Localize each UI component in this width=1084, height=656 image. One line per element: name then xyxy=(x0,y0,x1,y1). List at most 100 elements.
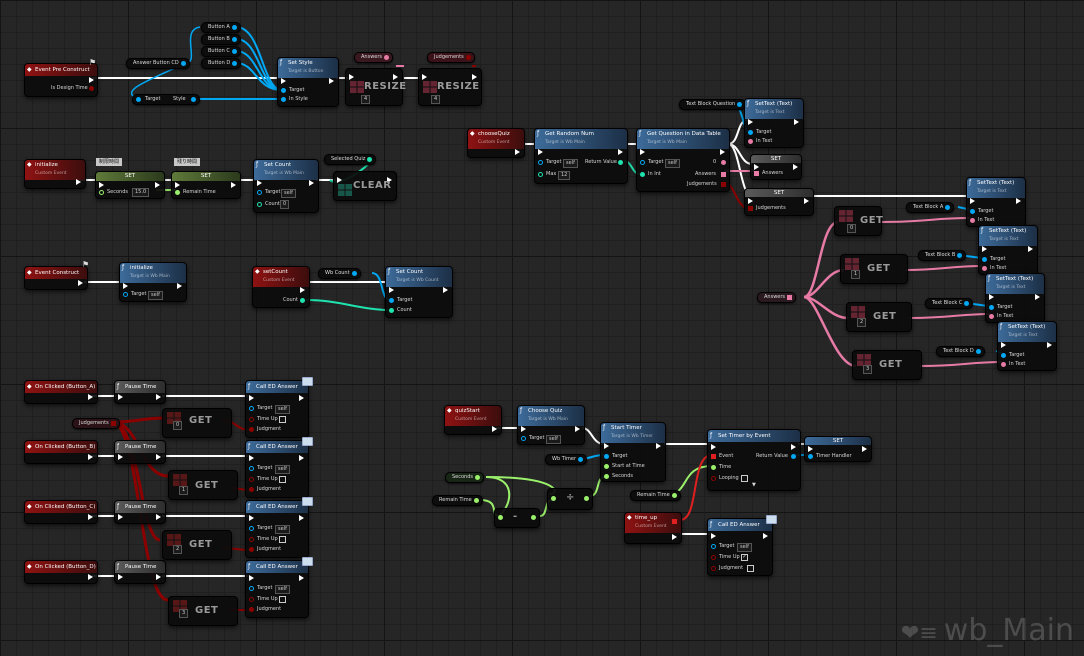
time-up-pin[interactable] xyxy=(249,417,254,422)
event-pre-construct-node[interactable]: ◆Event Pre Construct Is Design Time xyxy=(24,63,98,97)
exec-out-pin[interactable] xyxy=(656,443,661,449)
seconds-value-field[interactable]: 15.0 xyxy=(132,188,150,197)
event-pin[interactable] xyxy=(711,454,716,459)
selected-quiz-var[interactable]: Selected Quiz xyxy=(324,154,377,165)
target-pin[interactable] xyxy=(281,88,286,93)
in-text-pin[interactable] xyxy=(989,314,994,319)
target-pin[interactable] xyxy=(982,257,987,262)
divide-node[interactable]: ÷ xyxy=(547,488,593,510)
exec-in-pin[interactable] xyxy=(118,574,123,580)
target-pin[interactable] xyxy=(748,130,753,135)
exec-out-pin[interactable] xyxy=(156,394,161,400)
text-block-b-var[interactable]: Text Block B xyxy=(918,250,967,261)
exec-in-pin[interactable] xyxy=(175,182,180,188)
start-at-time-pin[interactable] xyxy=(604,464,609,469)
judgements-pin[interactable] xyxy=(721,182,726,187)
clear-node[interactable]: CLEAR xyxy=(333,171,397,201)
index-field[interactable]: 3 xyxy=(179,609,189,618)
wb-timer-var[interactable]: Wb Timer xyxy=(545,454,587,465)
exec-out-pin[interactable] xyxy=(177,283,182,289)
exec-out-pin[interactable] xyxy=(88,514,93,520)
in-text-pin[interactable] xyxy=(970,218,975,223)
exec-out-pin[interactable] xyxy=(299,455,304,461)
set-answers-node[interactable]: SET Answers xyxy=(750,154,802,180)
count-pin[interactable] xyxy=(257,202,262,207)
judgements-array-var[interactable]: Judgements xyxy=(72,418,120,429)
exec-out-pin[interactable] xyxy=(156,514,161,520)
exec-out-pin[interactable] xyxy=(720,149,725,155)
exec-out-pin[interactable] xyxy=(618,149,623,155)
get-answer-d-node[interactable]: GET 3 xyxy=(852,350,922,380)
button-a-var[interactable]: Button A xyxy=(201,22,241,33)
answers-var[interactable]: Answers xyxy=(354,52,394,63)
exec-out-pin[interactable] xyxy=(794,119,799,125)
exec-out-pin[interactable] xyxy=(575,426,580,432)
exec-out-pin[interactable] xyxy=(472,74,477,80)
delegate-pin[interactable] xyxy=(672,519,677,524)
event-construct-node[interactable]: ◆Event Construct xyxy=(24,266,88,290)
wb-count-var[interactable]: Wb Count xyxy=(318,268,361,279)
time-up-checkbox[interactable] xyxy=(279,476,286,483)
answer-button-cd-var[interactable]: Answer Button CD xyxy=(126,58,190,69)
exec-in-pin[interactable] xyxy=(808,446,813,452)
count-value-field[interactable]: 0 xyxy=(280,200,290,209)
time-up-pin[interactable] xyxy=(249,537,254,542)
remain-time-var[interactable]: Remain Time xyxy=(432,495,483,506)
exec-out-pin[interactable] xyxy=(492,426,497,432)
time-up-checkbox[interactable]: ✓ xyxy=(741,554,748,561)
target-pin[interactable] xyxy=(1001,353,1006,358)
exec-out-pin[interactable] xyxy=(155,182,160,188)
timer-handler-pin[interactable] xyxy=(808,454,813,459)
index-field[interactable]: 3 xyxy=(863,365,873,374)
exec-in-pin[interactable] xyxy=(257,180,262,186)
exec-out-pin[interactable] xyxy=(791,444,796,450)
target-pin[interactable] xyxy=(389,298,394,303)
target-pin[interactable] xyxy=(604,454,609,459)
exec-out-pin[interactable] xyxy=(156,454,161,460)
set-remain-time-node[interactable]: SET Remain Time xyxy=(171,171,241,199)
set-timer-handler-node[interactable]: SET Timer Handler xyxy=(804,436,872,462)
in-text-pin[interactable] xyxy=(748,139,753,144)
get-answer-c-node[interactable]: GET 2 xyxy=(846,302,912,332)
exec-out-pin[interactable] xyxy=(156,574,161,580)
exec-in-pin[interactable] xyxy=(422,74,427,80)
on-clicked-d-node[interactable]: ◆On Clicked (Button_D) xyxy=(24,560,98,584)
target-pin[interactable] xyxy=(123,292,128,297)
resize-size-field[interactable]: 4 xyxy=(431,95,441,104)
time-up-pin[interactable] xyxy=(249,477,254,482)
time-up-checkbox[interactable] xyxy=(279,596,286,603)
exec-in-pin[interactable] xyxy=(118,394,123,400)
exec-out-pin[interactable] xyxy=(1028,246,1033,252)
exec-in-pin[interactable] xyxy=(349,74,354,80)
resize-size-field[interactable]: 4 xyxy=(361,95,371,104)
judgment-pin[interactable] xyxy=(249,427,254,432)
exec-in-pin[interactable] xyxy=(99,182,104,188)
judgment-pin[interactable] xyxy=(249,487,254,492)
text-block-d-var[interactable]: Text Block D xyxy=(936,346,985,357)
answers-pin[interactable] xyxy=(754,171,759,176)
judgment-pin[interactable] xyxy=(249,607,254,612)
target-pin[interactable] xyxy=(249,466,254,471)
exec-in-pin[interactable] xyxy=(604,443,609,449)
exec-in-pin[interactable] xyxy=(249,395,254,401)
target-pin[interactable] xyxy=(970,209,975,214)
is-design-time-pin[interactable] xyxy=(89,86,94,91)
target-pin[interactable] xyxy=(989,305,994,310)
exec-out-pin[interactable] xyxy=(862,446,867,452)
exec-in-pin[interactable] xyxy=(1001,342,1006,348)
get-judgement-b-node[interactable]: GET 1 xyxy=(168,470,238,500)
target-pin[interactable] xyxy=(249,586,254,591)
